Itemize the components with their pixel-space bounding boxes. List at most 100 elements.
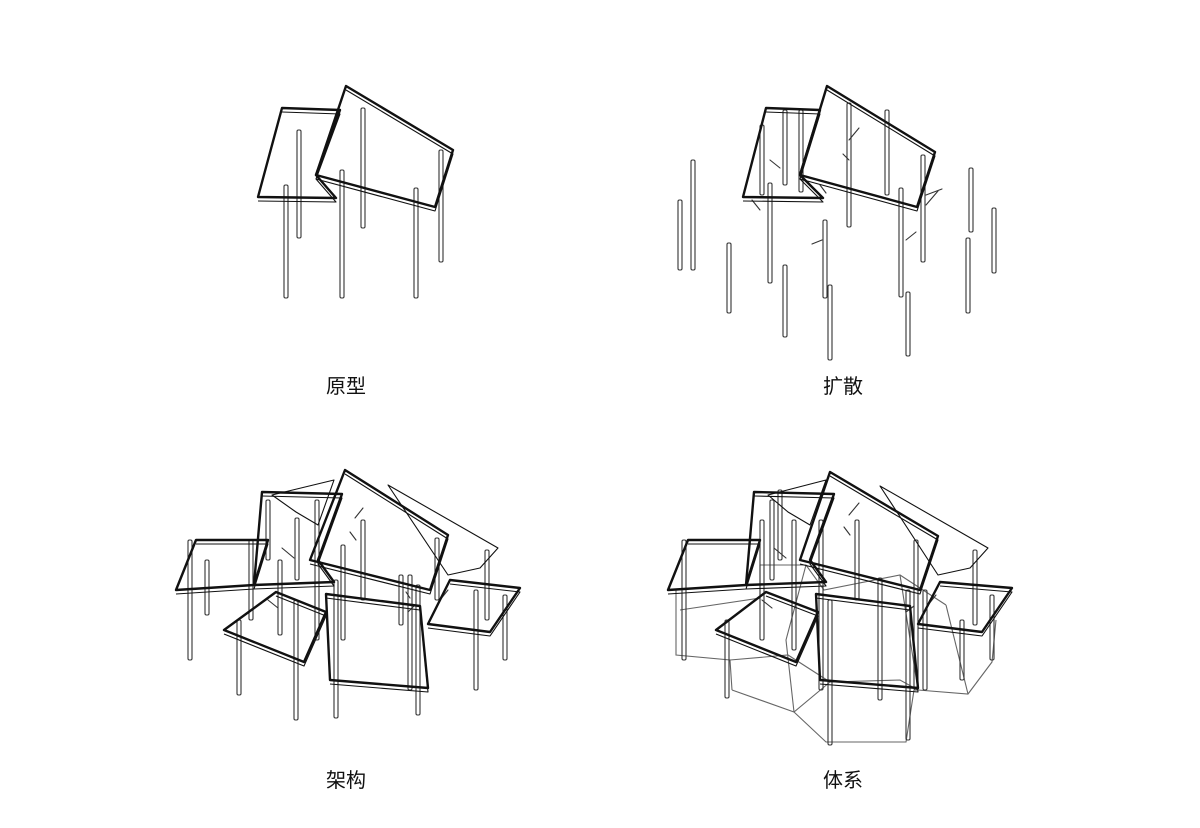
- branch-stub: [842, 153, 850, 161]
- tabletop-plate: [879, 485, 989, 576]
- post-rod: [296, 129, 302, 239]
- post-rod: [333, 579, 339, 719]
- tabletop-plate: [252, 490, 344, 587]
- tabletop-plate: [256, 106, 342, 200]
- post-rod: [360, 107, 366, 229]
- post-rod: [413, 187, 419, 299]
- branch-stub: [905, 231, 917, 241]
- post-rod: [972, 549, 978, 626]
- panel-prototype: [256, 84, 455, 299]
- post-rod: [407, 574, 413, 691]
- post-rod: [473, 589, 479, 691]
- post-rod: [726, 242, 732, 314]
- tabletop-edge: [309, 473, 449, 595]
- post-rod: [502, 594, 508, 661]
- branch-stub: [267, 599, 279, 609]
- branch-stub: [769, 159, 781, 169]
- branch-stub: [848, 502, 860, 516]
- tabletop-plate: [767, 479, 827, 526]
- post-rod: [415, 584, 421, 716]
- tabletop-plate: [814, 592, 920, 690]
- post-rod: [959, 619, 965, 681]
- post-rod: [724, 619, 730, 699]
- branch-stub: [925, 188, 943, 196]
- tabletop-edge: [175, 543, 269, 595]
- post-rod: [913, 539, 919, 691]
- branch-stub: [354, 507, 364, 519]
- tabletop-plate: [387, 484, 499, 576]
- post-rod: [265, 499, 271, 561]
- post-rod: [677, 199, 683, 271]
- post-rod: [294, 517, 300, 581]
- tabletop-edge: [745, 495, 835, 590]
- post-rod: [283, 184, 289, 299]
- post-rod: [438, 149, 444, 263]
- panel-framework: [174, 468, 522, 721]
- post-rod: [846, 102, 852, 228]
- frame-bar: [675, 590, 733, 691]
- panel-system: [666, 470, 1014, 746]
- caption-system: 体系: [823, 768, 863, 792]
- tabletop-plate: [916, 580, 1014, 634]
- post-rod: [767, 182, 773, 284]
- post-rod: [920, 154, 926, 263]
- post-rod: [769, 499, 775, 581]
- frame-bar: [917, 619, 997, 695]
- tabletop-edge: [815, 597, 919, 693]
- panel-diffusion: [677, 84, 997, 361]
- tabletop-plate: [426, 578, 522, 634]
- frame-bar: [785, 564, 807, 713]
- post-rod: [905, 589, 911, 741]
- post-rod: [340, 544, 346, 641]
- post-rod: [965, 237, 971, 314]
- post-rod: [339, 169, 345, 299]
- post-rod: [968, 167, 974, 233]
- tabletop-edge: [799, 89, 936, 212]
- post-rod: [991, 207, 997, 274]
- tabletop-edge: [799, 475, 939, 595]
- branch-stub: [349, 531, 357, 541]
- post-rod: [277, 559, 283, 636]
- post-rod: [877, 577, 883, 701]
- tabletop-edge: [917, 585, 1013, 637]
- tabletop-plate: [741, 106, 825, 200]
- tabletop-edge: [223, 595, 327, 667]
- tabletop-plate: [798, 470, 940, 592]
- post-rod: [884, 109, 890, 196]
- tabletop-edge: [325, 597, 429, 693]
- branch-stub: [848, 127, 860, 141]
- tabletop-plate: [271, 479, 335, 526]
- branch-stub: [405, 591, 411, 599]
- caption-framework: 架构: [326, 768, 366, 792]
- post-rod: [690, 159, 696, 271]
- post-rod: [827, 599, 833, 746]
- frame-bar: [899, 574, 919, 691]
- frame-bar: [760, 564, 947, 606]
- post-rod: [782, 109, 788, 186]
- tabletop-plate: [222, 590, 328, 664]
- post-rod: [782, 264, 788, 338]
- tabletop-plate: [314, 84, 455, 209]
- post-rod: [905, 291, 911, 357]
- caption-diffusion: 扩散: [823, 374, 863, 398]
- post-rod: [398, 574, 404, 626]
- post-rod: [822, 219, 828, 299]
- tabletop-edge: [427, 583, 521, 637]
- tabletop-plate: [308, 468, 450, 592]
- post-rod: [360, 519, 366, 601]
- post-rod: [898, 187, 904, 298]
- post-rod: [681, 539, 687, 661]
- tabletop-edge: [315, 89, 454, 212]
- post-rod: [314, 499, 320, 641]
- tabletop-plate: [744, 490, 836, 587]
- tabletop-edge: [253, 495, 343, 590]
- post-rod: [922, 589, 928, 691]
- branch-stub: [281, 547, 295, 559]
- post-rod: [989, 594, 995, 661]
- branch-stub: [773, 547, 787, 559]
- branch-stub: [761, 599, 773, 609]
- post-rod: [827, 284, 833, 361]
- post-rod: [236, 619, 242, 696]
- post-rod: [187, 539, 193, 661]
